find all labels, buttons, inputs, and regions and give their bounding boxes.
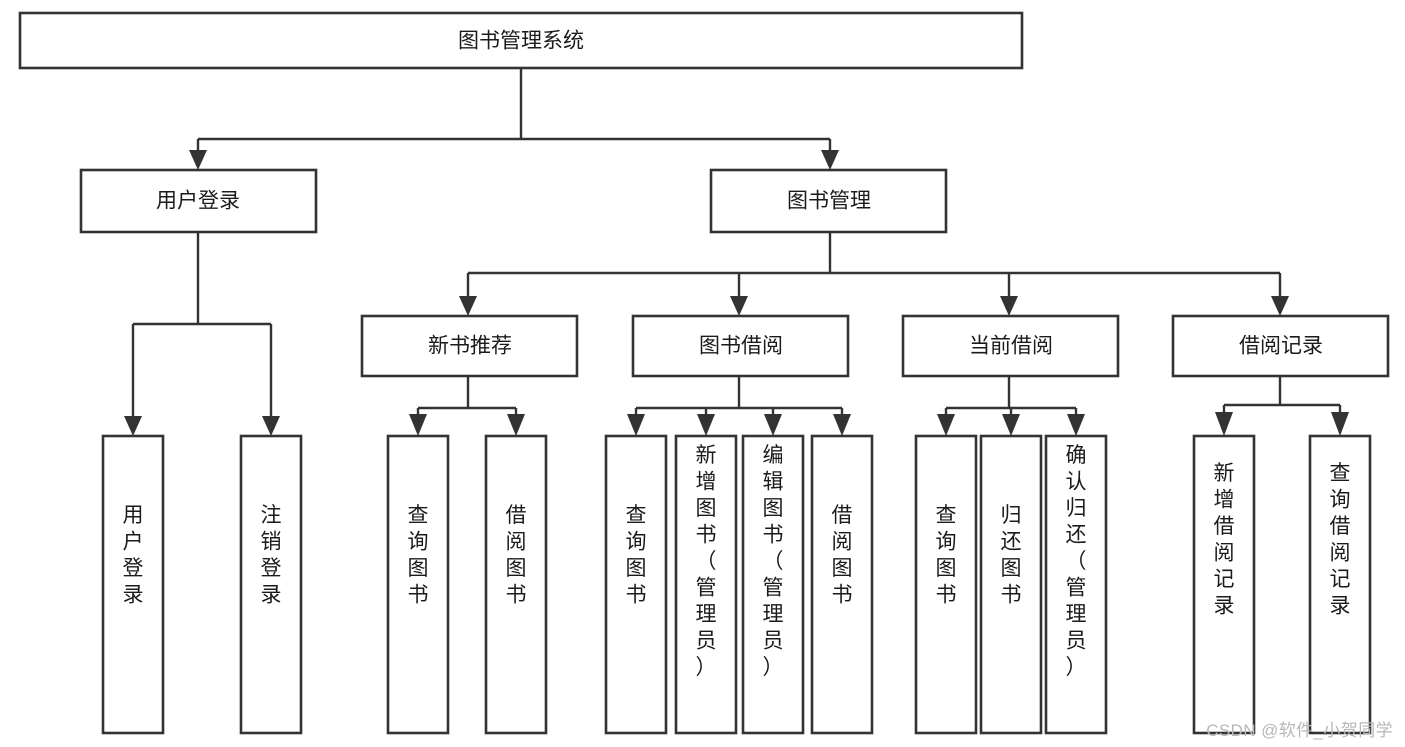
leaf-borrow-record-1[interactable]: 新增借阅记录 (1192, 434, 1256, 735)
arrow-head-leaf-br-2 (1331, 412, 1349, 436)
arrow-head-leaf-user-login-2 (262, 416, 280, 436)
connector-group-user-login (124, 232, 280, 436)
leaf-user-login-1-label: 用户登录 (123, 504, 144, 607)
leaf-book-borrow-2-box[interactable] (674, 434, 738, 735)
leaf-user-login-2-box[interactable] (239, 434, 303, 735)
node-current-borrow[interactable]: 当前借阅 (901, 314, 1120, 378)
leaf-new-book-recommend-1[interactable]: 查询图书 (386, 434, 450, 735)
leaf-book-borrow-1[interactable]: 查询图书 (604, 434, 668, 735)
leaf-borrow-record-2-label: 查询借阅记录 (1330, 462, 1351, 618)
leaf-book-borrow-2[interactable]: 新增图书（管理员） (674, 434, 738, 735)
leaf-current-borrow-3[interactable]: 确认归还（管理员） (1044, 434, 1108, 735)
csdn-watermark: CSDN @软件_小贺同学 (1206, 721, 1393, 740)
arrow-head-current-borrow (1000, 296, 1018, 316)
arrow-head-leaf-nbr-2 (507, 414, 525, 436)
leaf-borrow-record-1-label: 新增借阅记录 (1214, 462, 1235, 618)
node-user-login-box[interactable] (79, 168, 318, 234)
arrow-head-book-borrow (730, 296, 748, 316)
arrow-head-new-book-recommend (459, 296, 477, 316)
leaf-current-borrow-1-label: 查询图书 (936, 504, 957, 607)
leaf-user-login-1[interactable]: 用户登录 (101, 434, 165, 735)
node-new-book-recommend-box[interactable] (360, 314, 579, 378)
node-borrow-record-box[interactable] (1171, 314, 1390, 378)
node-new-book-recommend-label: 新书推荐 (428, 335, 512, 358)
leaf-new-book-recommend-1-box[interactable] (386, 434, 450, 735)
node-current-borrow-box[interactable] (901, 314, 1120, 378)
connector-group-book-borrow (627, 376, 851, 436)
leaf-book-borrow-4-label: 借阅图书 (832, 504, 853, 607)
node-book-borrow[interactable]: 图书借阅 (631, 314, 850, 378)
node-root-box[interactable] (18, 11, 1024, 70)
arrow-head-leaf-bb-2 (697, 414, 715, 436)
node-user-login[interactable]: 用户登录 (79, 168, 318, 234)
connector-group-root (189, 68, 839, 170)
leaf-new-book-recommend-1-label: 查询图书 (408, 504, 429, 607)
connector-group-current-borrow (937, 376, 1085, 436)
leaf-book-borrow-1-label: 查询图书 (626, 504, 647, 607)
node-book-borrow-label: 图书借阅 (699, 335, 783, 358)
leaf-book-borrow-2-label: 新增图书（管理员） (696, 444, 717, 679)
node-root-label: 图书管理系统 (458, 30, 584, 53)
node-root[interactable]: 图书管理系统 (18, 11, 1024, 70)
arrow-head-leaf-br-1 (1215, 412, 1233, 436)
node-borrow-record-label: 借阅记录 (1239, 335, 1323, 358)
node-book-mgmt-label: 图书管理 (787, 190, 871, 213)
leaf-current-borrow-2-box[interactable] (979, 434, 1043, 735)
connector-group-book-mgmt (459, 232, 1289, 316)
node-current-borrow-label: 当前借阅 (969, 335, 1053, 358)
leaf-new-book-recommend-2[interactable]: 借阅图书 (484, 434, 548, 735)
connector-group-borrow-record (1215, 376, 1349, 436)
leaf-book-borrow-4[interactable]: 借阅图书 (810, 434, 874, 735)
leaf-new-book-recommend-2-label: 借阅图书 (506, 504, 527, 607)
leaf-user-login-1-box[interactable] (101, 434, 165, 735)
arrow-head-leaf-cb-1 (937, 414, 955, 436)
arrow-head-leaf-nbr-1 (409, 414, 427, 436)
node-new-book-recommend[interactable]: 新书推荐 (360, 314, 579, 378)
arrow-head-book-mgmt (821, 150, 839, 170)
leaf-current-borrow-2[interactable]: 归还图书 (979, 434, 1043, 735)
leaf-new-book-recommend-2-box[interactable] (484, 434, 548, 735)
leaf-current-borrow-2-label: 归还图书 (1001, 504, 1022, 607)
node-book-mgmt-box[interactable] (709, 168, 948, 234)
connector-group-new-book-recommend (409, 376, 525, 436)
leaf-current-borrow-3-box[interactable] (1044, 434, 1108, 735)
leaf-user-login-2-label: 注销登录 (261, 504, 282, 607)
arrow-head-leaf-bb-1 (627, 414, 645, 436)
arrow-head-leaf-cb-2 (1002, 414, 1020, 436)
leaf-current-borrow-1[interactable]: 查询图书 (914, 434, 978, 735)
node-book-borrow-box[interactable] (631, 314, 850, 378)
node-book-mgmt[interactable]: 图书管理 (709, 168, 948, 234)
leaf-current-borrow-3-label: 确认归还（管理员） (1066, 444, 1087, 679)
leaf-borrow-record-1-box[interactable] (1192, 434, 1256, 735)
arrow-head-leaf-bb-3 (764, 414, 782, 436)
leaf-book-borrow-3-label: 编辑图书（管理员） (763, 444, 784, 679)
leaf-current-borrow-1-box[interactable] (914, 434, 978, 735)
arrow-head-leaf-user-login-1 (124, 416, 142, 436)
leaf-book-borrow-1-box[interactable] (604, 434, 668, 735)
leaf-book-borrow-4-box[interactable] (810, 434, 874, 735)
node-user-login-label: 用户登录 (156, 190, 240, 213)
node-borrow-record[interactable]: 借阅记录 (1171, 314, 1390, 378)
arrow-head-user-login (189, 150, 207, 170)
leaf-book-borrow-3-box[interactable] (741, 434, 805, 735)
leaf-user-login-2[interactable]: 注销登录 (239, 434, 303, 735)
arrow-head-leaf-cb-3 (1067, 414, 1085, 436)
leaf-borrow-record-2[interactable]: 查询借阅记录 (1308, 434, 1372, 735)
arrow-head-leaf-bb-4 (833, 414, 851, 436)
leaf-book-borrow-3[interactable]: 编辑图书（管理员） (741, 434, 805, 735)
leaf-borrow-record-2-box[interactable] (1308, 434, 1372, 735)
arrow-head-borrow-record (1271, 296, 1289, 316)
